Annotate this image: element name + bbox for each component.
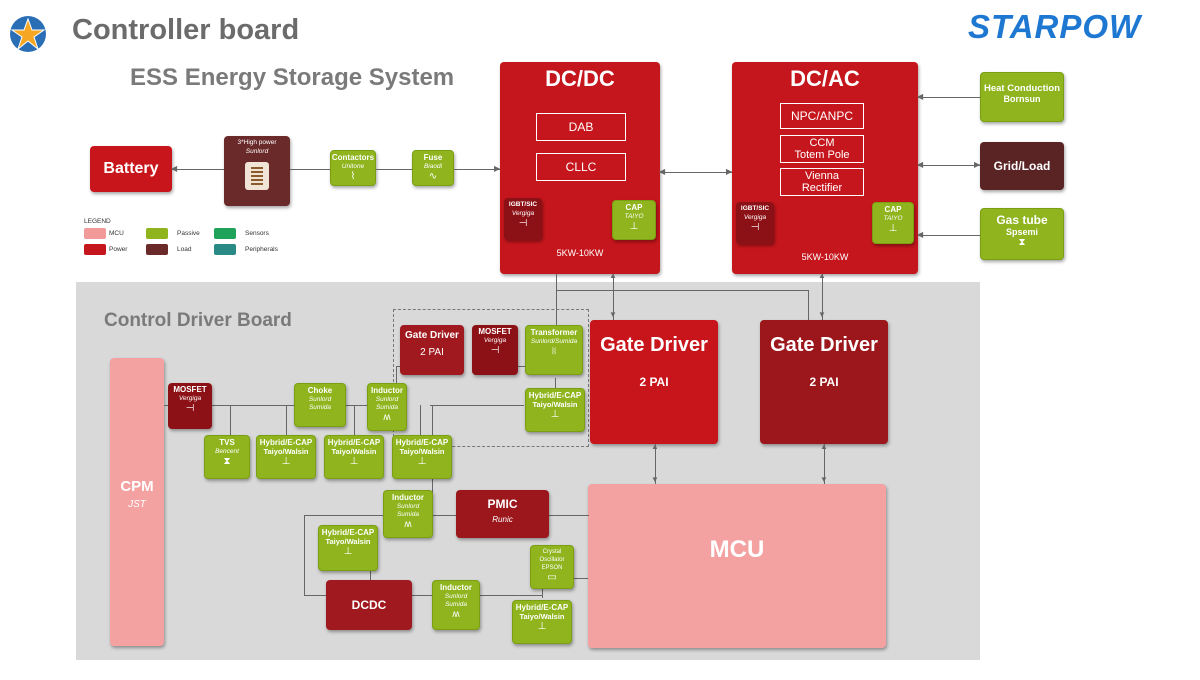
mosfet-icon: ⊣ (185, 403, 195, 414)
legend-swatch-load (146, 244, 168, 255)
mosfet-left: MOSFET Vergiga ⊣ (168, 383, 212, 429)
board-title: Control Driver Board (104, 310, 292, 331)
transformer-icon: ⧘⧙ (551, 346, 557, 357)
legend-label-power: Power (109, 246, 128, 253)
inductor-top: Inductor Sunlord Sumida ʍ (367, 383, 407, 431)
transformer-block: Transformer Sunlord/Sumida ⧘⧙ (525, 325, 583, 375)
transistor-icon: ⊣ (518, 218, 528, 229)
battery-label: Battery (103, 160, 159, 177)
legend-swatch-passive (146, 228, 168, 239)
contactors-block: Contactors Unitone ⌇ (330, 150, 376, 186)
legend-swatch-power (84, 244, 106, 255)
inductor-middle: Inductor Sunlord Sumida ʍ (383, 490, 433, 538)
legend-title: LEGEND (84, 218, 111, 225)
hv-power-block: 3*High power Sunlord (224, 136, 290, 206)
dcac-power-rating: 5KW-10KW (801, 252, 849, 262)
cap-isolated: Hybrid/E-CAP Taiyo/Walsin ⊥ (525, 388, 585, 432)
grid-load-block: Grid/Load (980, 142, 1064, 190)
mosfet-right: MOSFET Vergiga ⊣ (472, 325, 518, 375)
dcdc-igbt: IGBT/SIC Vergiga ⊣ (504, 198, 542, 240)
dcac-item-ccm: CCM Totem Pole (780, 135, 864, 163)
tvs-block: TVS Bencent ⧗ (204, 435, 250, 479)
crystal-icon: ▭ (547, 572, 557, 583)
capacitor-icon: ⊥ (629, 221, 639, 232)
dcdc-item-cllc: CLLC (536, 153, 626, 181)
cap-1: Hybrid/E-CAP Taiyo/Walsin ⊥ (256, 435, 316, 479)
inductor-icon: ʍ (383, 412, 391, 423)
legend-swatch-sensors (214, 228, 236, 239)
legend-label-mcu: MCU (109, 230, 124, 237)
legend-swatch-peripherals (214, 244, 236, 255)
cap-3: Hybrid/E-CAP Taiyo/Walsin ⊥ (392, 435, 452, 479)
dcdc-item-dab: DAB (536, 113, 626, 141)
switch-icon: ⌇ (350, 171, 356, 182)
dcdc-power-rating: 5KW-10KW (556, 248, 604, 258)
dcdc-cap: CAP TAIYO ⊥ (612, 200, 656, 240)
gate-driver-2: Gate Driver 2 PAI (760, 320, 888, 444)
page-title: Controller board (72, 14, 300, 46)
dcac-cap: CAP TAIYO ⊥ (872, 202, 914, 244)
crystal-oscillator: Crystal Oscillator EPSON ▭ (530, 545, 574, 589)
arrow-left-icon: ◀ (171, 164, 178, 173)
isolated-driver-group (393, 309, 589, 447)
legend-label-passive: Passive (177, 230, 200, 237)
gate-driver-small: Gate Driver 2 PAI (400, 325, 464, 375)
inductor-bottom: Inductor Sunlord Sumida ʍ (432, 580, 480, 630)
dcdc-converter: DCDC (326, 580, 412, 630)
mcu-block: MCU (588, 484, 886, 648)
legend-swatch-mcu (84, 228, 106, 239)
cap-2: Hybrid/E-CAP Taiyo/Walsin ⊥ (324, 435, 384, 479)
capacitor-icon: ⊥ (281, 456, 291, 467)
battery-block: Battery (90, 146, 172, 192)
dcac-title: DC/AC (790, 66, 860, 91)
dcdc-title: DC/DC (545, 66, 615, 91)
pmic-block: PMIC Runic (456, 490, 549, 538)
cap-bottom: Hybrid/E-CAP Taiyo/Walsin ⊥ (512, 600, 572, 644)
dcac-item-npc: NPC/ANPC (780, 103, 864, 129)
legend-label-peripherals: Peripherals (245, 246, 278, 253)
brand-logo: STARPOW (968, 8, 1142, 45)
dcac-item-vienna: Vienna Rectifier (780, 168, 864, 196)
fuse-block: Fuse Biaodi ∿ (412, 150, 454, 186)
legend: LEGEND MCU Power Passive Load Sensors Pe… (84, 218, 284, 262)
choke-block: Choke Sunlord Sumida (294, 383, 346, 427)
cap-lower-left: Hybrid/E-CAP Taiyo/Walsin ⊥ (318, 525, 378, 571)
page-subtitle: ESS Energy Storage System (130, 64, 455, 91)
heat-conduction-block: Heat Conduction Bornsun (980, 72, 1064, 122)
gas-tube-block: Gas tube Spsemi ⧗ (980, 208, 1064, 260)
tvs-diode-icon: ⧗ (223, 456, 231, 467)
cpm-connector: CPM JST (110, 358, 164, 646)
fuse-icon: ∿ (428, 171, 438, 182)
dcac-igbt: IGBT/SIC Vergiga ⊣ (736, 202, 774, 244)
legend-label-sensors: Sensors (245, 230, 269, 237)
legend-label-load: Load (177, 246, 192, 253)
gate-driver-1: Gate Driver 2 PAI (590, 320, 718, 444)
coil-icon (245, 162, 269, 190)
gas-tube-icon: ⧗ (1018, 237, 1026, 248)
star-logo-icon (8, 14, 48, 54)
